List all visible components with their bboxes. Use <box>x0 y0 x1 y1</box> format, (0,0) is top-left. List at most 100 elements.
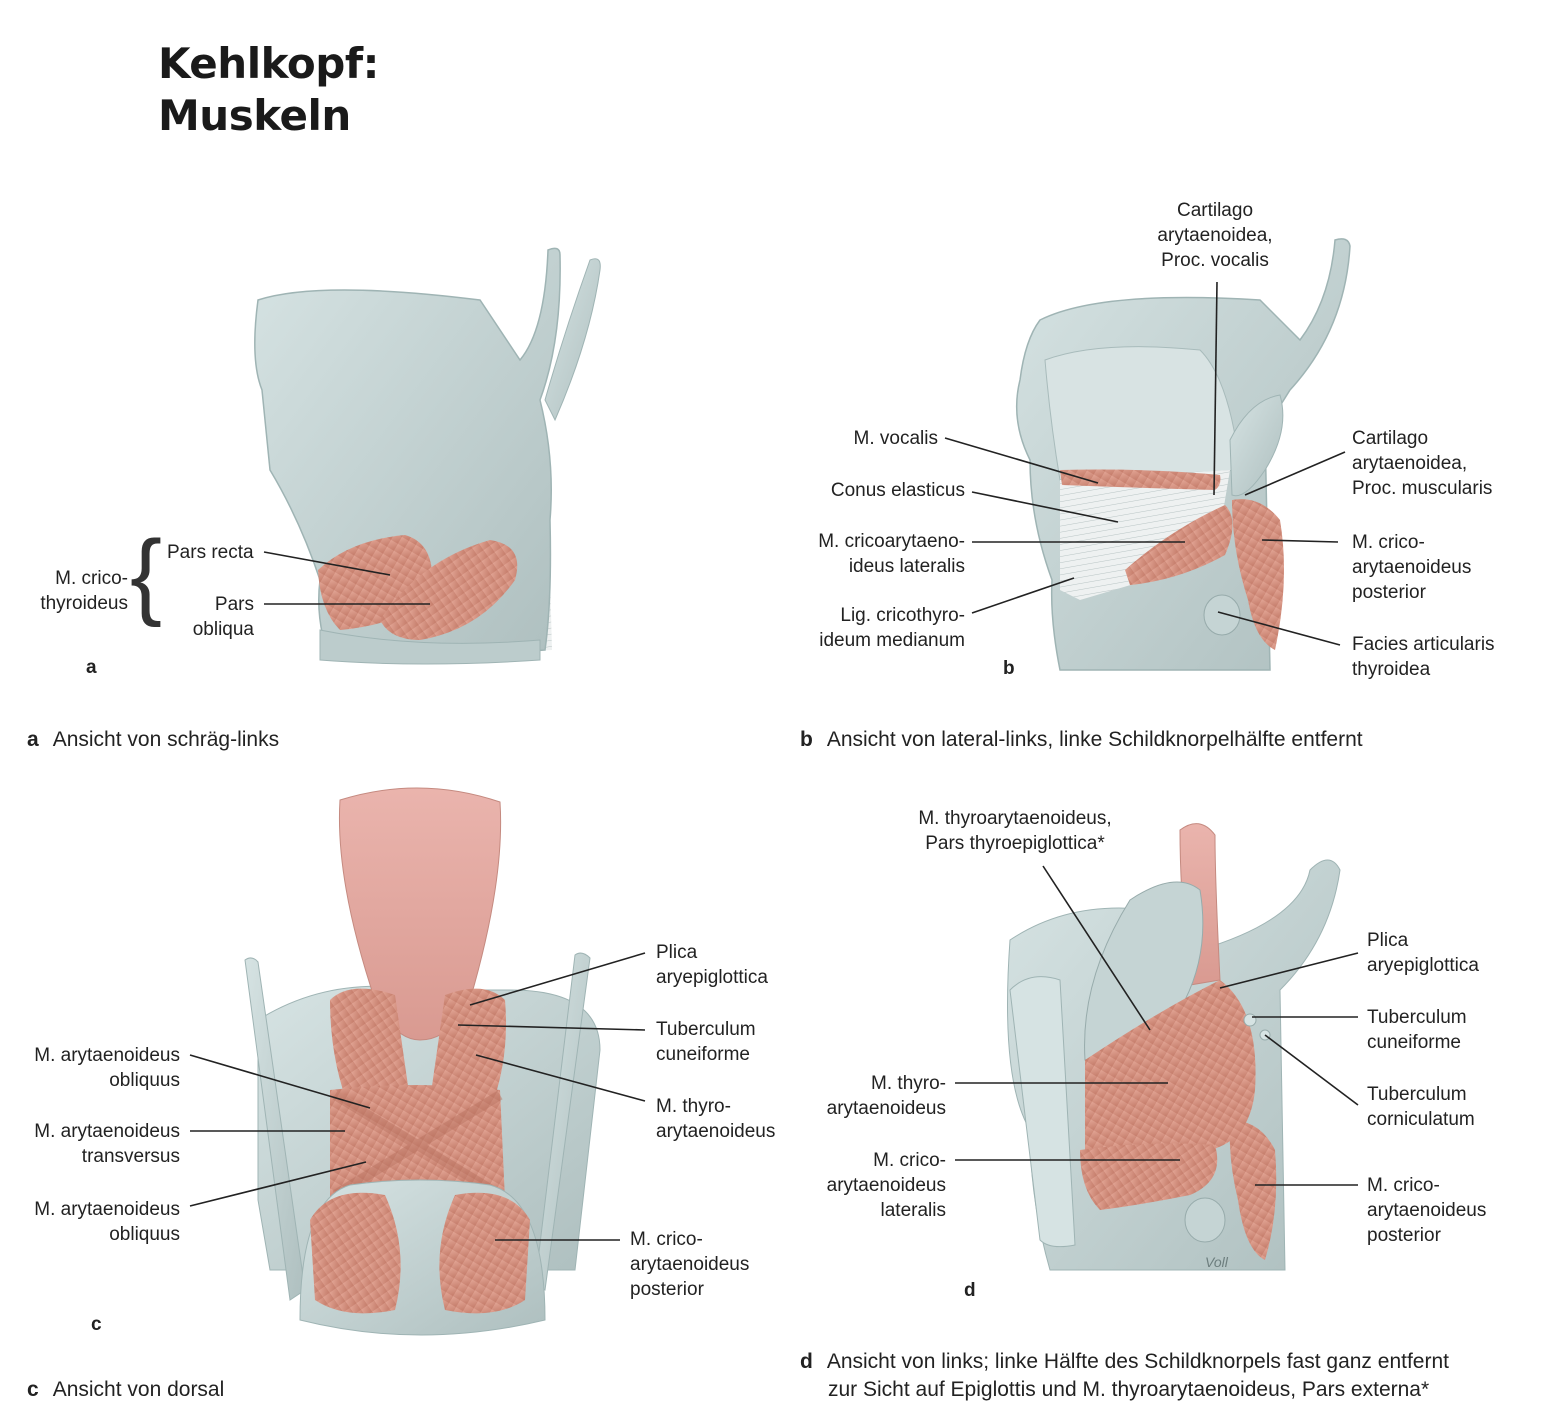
label-line: arytaenoideus <box>1352 557 1472 578</box>
label-b-m-vocalis: M. vocalis <box>853 428 938 449</box>
label-line: thyroideus <box>40 593 128 614</box>
label-line: posterior <box>630 1279 704 1300</box>
label-b-lig-cricothyroideum: Lig. cricothyro- ideum medianum <box>819 603 965 653</box>
label-line: obliquus <box>109 1070 180 1091</box>
caption-text: Ansicht von lateral-links, linke Schildk… <box>826 728 1363 751</box>
label-c-plica: Plica aryepiglottica <box>656 940 768 990</box>
label-line: Cartilago <box>1352 428 1429 449</box>
label-line: ideus lateralis <box>848 556 965 577</box>
label-line: M. arytaenoideus <box>34 1045 180 1066</box>
label-line: M. crico- <box>630 1229 703 1250</box>
label-a-pars-recta: Pars recta <box>167 542 254 563</box>
label-c-transversus: M. arytaenoideus transversus <box>34 1119 180 1169</box>
label-line: Pars <box>214 594 254 615</box>
label-line: arytaenoidea, <box>1352 453 1468 474</box>
caption-letter: c <box>27 1378 39 1401</box>
label-line: M. crico- <box>1367 1175 1440 1196</box>
label-line: aryepiglottica <box>1367 955 1479 976</box>
label-line: Lig. cricothyro- <box>840 605 965 626</box>
label-b-cricoaryt-posterior: M. crico- arytaenoideus posterior <box>1352 530 1471 605</box>
label-d-pars-thyroepiglottica: M. thyroarytaenoideus, Pars thyroepiglot… <box>900 806 1130 856</box>
label-line: Pars thyroepiglottica* <box>925 833 1105 854</box>
label-c-obliquus-lower: M. arytaenoideus obliquus <box>34 1197 180 1247</box>
label-a-cricothyroideus: M. crico- thyroideus <box>40 566 128 616</box>
label-d-cricoaryt-posterior: M. crico- arytaenoideus posterior <box>1367 1173 1486 1248</box>
label-line: M. arytaenoideus <box>34 1121 180 1142</box>
label-line: Tuberculum <box>656 1019 756 1040</box>
page-title-line1: Kehlkopf: <box>158 39 379 88</box>
caption-letter: a <box>27 728 39 751</box>
caption-text: Ansicht von schräg-links <box>52 728 280 751</box>
label-line: Proc. muscularis <box>1352 478 1493 499</box>
caption-letter: b <box>800 728 813 751</box>
label-c-tuberculum-cuneiforme: Tuberculum cuneiforme <box>656 1017 756 1067</box>
label-line: ideum medianum <box>819 630 965 651</box>
label-line: cuneiforme <box>656 1044 750 1065</box>
artist-signature: Voll <box>1205 1254 1228 1270</box>
label-d-tuberculum-cuneiforme: Tuberculum cuneiforme <box>1367 1005 1467 1055</box>
label-line: M. crico- <box>55 568 128 589</box>
label-b-facies-articularis: Facies articularis thyroidea <box>1352 632 1495 682</box>
figure-d <box>1007 823 1341 1271</box>
label-line: arytaenoideus <box>1367 1200 1487 1221</box>
label-line: arytaenoidea, <box>1157 225 1273 246</box>
label-b-proc-vocalis: Cartilago arytaenoidea, Proc. vocalis <box>1140 198 1290 273</box>
panel-letter-b: b <box>1003 658 1015 679</box>
label-d-plica: Plica aryepiglottica <box>1367 928 1479 978</box>
panel-letter-d: d <box>964 1280 976 1301</box>
label-line: M. crico- <box>873 1150 946 1171</box>
caption-text: zur Sicht auf Epiglottis und M. thyroary… <box>828 1378 1430 1401</box>
label-line: aryepiglottica <box>656 967 768 988</box>
label-line: Tuberculum <box>1367 1084 1467 1105</box>
leader-lines <box>189 281 1359 1241</box>
label-line: Plica <box>1367 930 1409 951</box>
label-c-thyroarytaenoideus: M. thyro- arytaenoideus <box>656 1094 775 1144</box>
label-c-cricoaryt-posterior: M. crico- arytaenoideus posterior <box>630 1227 749 1302</box>
caption-a: a Ansicht von schräg-links <box>27 726 279 754</box>
label-line: M. cricoarytaeno- <box>818 531 965 552</box>
label-b-proc-muscularis: Cartilago arytaenoidea, Proc. muscularis <box>1352 426 1492 501</box>
caption-d: d Ansicht von links; linke Hälfte des Sch… <box>800 1348 1449 1404</box>
label-line: Facies articularis <box>1352 634 1495 655</box>
label-line: arytaenoideus <box>630 1254 750 1275</box>
label-d-cricoaryt-lateralis: M. crico- arytaenoideus lateralis <box>827 1148 946 1223</box>
label-line: thyroidea <box>1352 659 1431 680</box>
label-line: transversus <box>81 1146 180 1167</box>
caption-b: b Ansicht von lateral-links, linke Schild… <box>800 726 1363 754</box>
label-line: M. crico- <box>1352 532 1425 553</box>
caption-letter: d <box>800 1350 813 1373</box>
label-line: cuneiforme <box>1367 1032 1461 1053</box>
label-b-cricoaryt-lateralis: M. cricoarytaeno- ideus lateralis <box>818 529 965 579</box>
caption-text: Ansicht von links; linke Hälfte des Schi… <box>826 1350 1449 1373</box>
label-line: corniculatum <box>1367 1109 1475 1130</box>
figure-b <box>1015 238 1351 671</box>
label-line: M. arytaenoideus <box>34 1199 180 1220</box>
figure-a <box>254 247 601 665</box>
label-line: M. thyroarytaenoideus, <box>918 808 1112 829</box>
label-line: arytaenoideus <box>826 1098 946 1119</box>
label-line: Proc. vocalis <box>1161 250 1269 271</box>
label-line: arytaenoideus <box>826 1175 946 1196</box>
label-line: M. thyro- <box>656 1096 731 1117</box>
label-a-pars-obliqua: Pars obliqua <box>193 592 254 642</box>
label-line: M. thyro- <box>871 1073 946 1094</box>
label-d-thyroarytaenoideus: M. thyro- arytaenoideus <box>827 1071 946 1121</box>
figure-c <box>244 787 601 1336</box>
label-line: obliqua <box>192 619 254 640</box>
label-b-conus-elasticus: Conus elasticus <box>830 480 965 501</box>
page-title-line2: Muskeln <box>158 91 351 140</box>
label-line: lateralis <box>880 1200 946 1221</box>
panel-letter-a: a <box>86 657 97 678</box>
label-line: posterior <box>1352 582 1426 603</box>
label-line: posterior <box>1367 1225 1441 1246</box>
label-line: obliquus <box>109 1224 180 1245</box>
label-line: Cartilago <box>1176 200 1254 221</box>
label-c-obliquus-upper: M. arytaenoideus obliquus <box>34 1043 180 1093</box>
label-line: arytaenoideus <box>656 1121 776 1142</box>
label-d-tuberculum-corniculatum: Tuberculum corniculatum <box>1367 1082 1475 1132</box>
label-line: Plica <box>656 942 698 963</box>
brace-icon: { <box>130 521 163 628</box>
label-line: Tuberculum <box>1367 1007 1467 1028</box>
